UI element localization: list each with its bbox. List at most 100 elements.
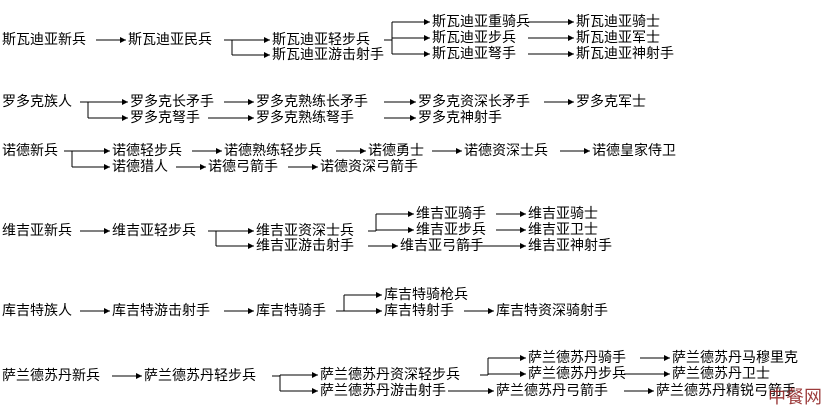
arrowhead-35 xyxy=(410,115,416,121)
arrowhead-17 xyxy=(568,19,574,25)
arrowhead-105 xyxy=(488,388,494,394)
arrowhead-67 xyxy=(408,211,414,217)
node-sturgia-9: 斯瓦迪亚神射手 xyxy=(576,46,674,62)
node-sturgia-1: 斯瓦迪亚民兵 xyxy=(128,32,212,48)
arrowhead-47 xyxy=(200,164,206,170)
arrowhead-5 xyxy=(264,37,270,43)
arrowhead-33 xyxy=(410,99,416,105)
arrowhead-25 xyxy=(122,99,128,105)
arrowhead-13 xyxy=(424,35,430,41)
arrowhead-79 xyxy=(104,308,110,314)
arrowhead-57 xyxy=(104,228,110,234)
arrowhead-11 xyxy=(424,19,430,25)
node-sarranid-5: 萨兰德苏丹步兵 xyxy=(528,366,626,382)
arrowhead-111 xyxy=(648,388,654,394)
node-sarranid-4: 萨兰德苏丹骑手 xyxy=(528,350,626,366)
node-khergit-3: 库吉特骑枪兵 xyxy=(384,287,468,303)
arrowhead-37 xyxy=(568,99,574,105)
arrowhead-41 xyxy=(104,148,110,154)
node-vaegir-5: 维吉亚步兵 xyxy=(416,222,486,238)
node-nord-7: 诺德资深士兵 xyxy=(464,143,548,159)
arrowhead-45 xyxy=(216,148,222,154)
node-rhodok-3: 罗多克熟练长矛手 xyxy=(256,94,368,110)
node-sarranid-7: 萨兰德苏丹马穆里克 xyxy=(672,350,798,366)
arrowhead-51 xyxy=(312,164,318,170)
node-nord-2: 诺德猎人 xyxy=(112,159,168,175)
arrowhead-81 xyxy=(248,308,254,314)
node-sarranid-2: 萨兰德苏丹资深轻步兵 xyxy=(320,367,460,383)
node-sarranid-0: 萨兰德苏丹新兵 xyxy=(2,368,100,384)
node-vaegir-6: 维吉亚弓箭手 xyxy=(400,238,484,254)
node-sarranid-9: 萨兰德苏丹精锐弓箭手 xyxy=(656,383,796,399)
node-nord-3: 诺德熟练轻步兵 xyxy=(224,143,322,159)
arrowhead-19 xyxy=(568,35,574,41)
node-khergit-2: 库吉特骑手 xyxy=(256,303,326,319)
arrowhead-73 xyxy=(520,211,526,217)
node-nord-8: 诺德皇家侍卫 xyxy=(592,143,676,159)
arrowhead-101 xyxy=(520,355,526,361)
node-sarranid-1: 萨兰德苏丹轻步兵 xyxy=(144,368,256,384)
arrowhead-75 xyxy=(520,227,526,233)
arrowhead-107 xyxy=(664,355,670,361)
node-rhodok-7: 罗多克军士 xyxy=(576,94,646,110)
node-sturgia-2: 斯瓦迪亚轻步兵 xyxy=(272,32,370,48)
arrowhead-49 xyxy=(360,148,366,154)
node-sturgia-5: 斯瓦迪亚步兵 xyxy=(432,30,516,46)
node-rhodok-5: 罗多克资深长矛手 xyxy=(418,94,530,110)
node-vaegir-9: 维吉亚神射手 xyxy=(528,238,612,254)
arrowhead-15 xyxy=(424,51,430,57)
arrowhead-95 xyxy=(312,372,318,378)
node-rhodok-0: 罗多克族人 xyxy=(2,94,72,110)
node-sturgia-8: 斯瓦迪亚军士 xyxy=(576,30,660,46)
node-khergit-1: 库吉特游击射手 xyxy=(112,303,210,319)
node-rhodok-1: 罗多克长矛手 xyxy=(130,94,214,110)
node-sturgia-0: 斯瓦迪亚新兵 xyxy=(2,32,86,48)
arrowhead-27 xyxy=(122,115,128,121)
node-vaegir-1: 维吉亚轻步兵 xyxy=(112,223,196,239)
arrowhead-43 xyxy=(104,164,110,170)
node-khergit-4: 库吉特射手 xyxy=(384,303,454,319)
arrowhead-103 xyxy=(520,371,526,377)
arrowhead-69 xyxy=(408,227,414,233)
node-vaegir-8: 维吉亚卫士 xyxy=(528,222,598,238)
arrowhead-63 xyxy=(248,243,254,249)
arrowhead-61 xyxy=(248,228,254,234)
node-sturgia-4: 斯瓦迪亚重骑兵 xyxy=(432,14,530,30)
arrowhead-85 xyxy=(376,292,382,298)
watermark-logo: 中餐网 xyxy=(768,387,822,408)
node-nord-6: 诺德资深弓箭手 xyxy=(320,159,418,175)
arrowhead-29 xyxy=(248,99,254,105)
node-vaegir-4: 维吉亚骑手 xyxy=(416,206,486,222)
node-khergit-5: 库吉特资深骑射手 xyxy=(496,303,608,319)
arrowhead-71 xyxy=(392,243,398,249)
node-khergit-0: 库吉特族人 xyxy=(2,303,72,319)
node-sturgia-3: 斯瓦迪亚游击射手 xyxy=(272,47,384,63)
arrowhead-97 xyxy=(312,388,318,394)
arrowhead-109 xyxy=(664,371,670,377)
node-vaegir-7: 维吉亚骑士 xyxy=(528,206,598,222)
node-nord-4: 诺德弓箭手 xyxy=(208,159,278,175)
arrowhead-53 xyxy=(456,148,462,154)
node-sturgia-7: 斯瓦迪亚骑士 xyxy=(576,14,660,30)
node-nord-1: 诺德轻步兵 xyxy=(112,143,182,159)
node-sarranid-6: 萨兰德苏丹弓箭手 xyxy=(496,383,608,399)
node-nord-5: 诺德勇士 xyxy=(368,143,424,159)
node-sturgia-6: 斯瓦迪亚弩手 xyxy=(432,46,516,62)
node-rhodok-6: 罗多克神射手 xyxy=(418,110,502,126)
node-sarranid-3: 萨兰德苏丹游击射手 xyxy=(320,383,446,399)
arrowhead-21 xyxy=(568,51,574,57)
node-nord-0: 诺德新兵 xyxy=(2,143,58,159)
arrowhead-87 xyxy=(376,308,382,314)
arrowhead-7 xyxy=(264,52,270,58)
node-vaegir-0: 维吉亚新兵 xyxy=(2,223,72,239)
node-vaegir-2: 维吉亚资深士兵 xyxy=(256,223,354,239)
arrowhead-31 xyxy=(248,115,254,121)
node-rhodok-4: 罗多克熟练弩手 xyxy=(256,110,354,126)
arrowhead-89 xyxy=(488,308,494,314)
arrowhead-1 xyxy=(120,37,126,43)
arrowhead-91 xyxy=(136,373,142,379)
node-rhodok-2: 罗多克弩手 xyxy=(130,110,200,126)
node-vaegir-3: 维吉亚游击射手 xyxy=(256,238,354,254)
